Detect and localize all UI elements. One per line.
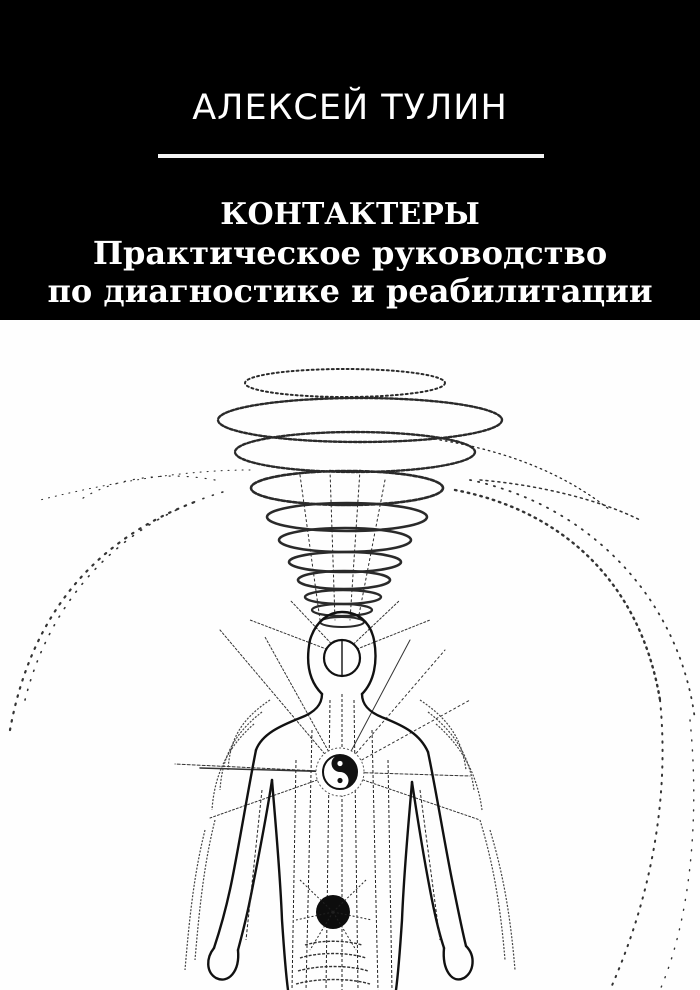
author-name: АЛЕКСЕЙ ТУЛИН	[192, 88, 508, 128]
energy-body-illustration	[8, 368, 696, 990]
meridian-lines	[245, 694, 441, 990]
body-aura-hatching	[184, 699, 516, 971]
separator-line	[158, 154, 544, 158]
title-band: АЛЕКСЕЙ ТУЛИН КОНТАКТЕРЫ Практическое ру…	[0, 0, 700, 320]
aura-arcs	[8, 475, 696, 990]
human-figure-outline	[207, 610, 474, 990]
yin-yang-icon	[315, 747, 365, 797]
sacral-dot-icon	[295, 879, 373, 985]
title-block: КОНТАКТЕРЫ Практическое руководство по д…	[0, 196, 700, 310]
book-title: КОНТАКТЕРЫ	[220, 197, 480, 232]
book-subtitle-line-2: по диагностике и реабилитации	[47, 272, 653, 310]
spiral-vortex-icon	[39, 368, 611, 628]
head-circle-icon	[322, 638, 362, 678]
book-subtitle-line-1: Практическое руководство	[92, 234, 608, 272]
